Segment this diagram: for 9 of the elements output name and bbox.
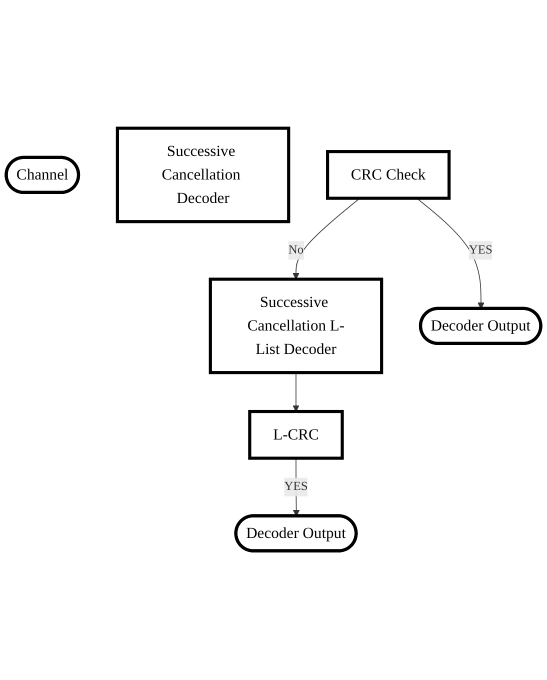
arrow	[292, 458, 300, 517]
node-box: CRC Check	[326, 150, 451, 200]
node-box: Successive Cancellation L-List Decoder	[208, 278, 384, 375]
edge-label: YES	[468, 244, 492, 258]
edge-label: No	[288, 244, 304, 258]
node-box: Successive Cancellation Decoder	[116, 127, 290, 224]
node-box: L-CRC	[248, 410, 344, 460]
arrow	[292, 372, 300, 412]
edge-label: YES	[284, 480, 308, 494]
